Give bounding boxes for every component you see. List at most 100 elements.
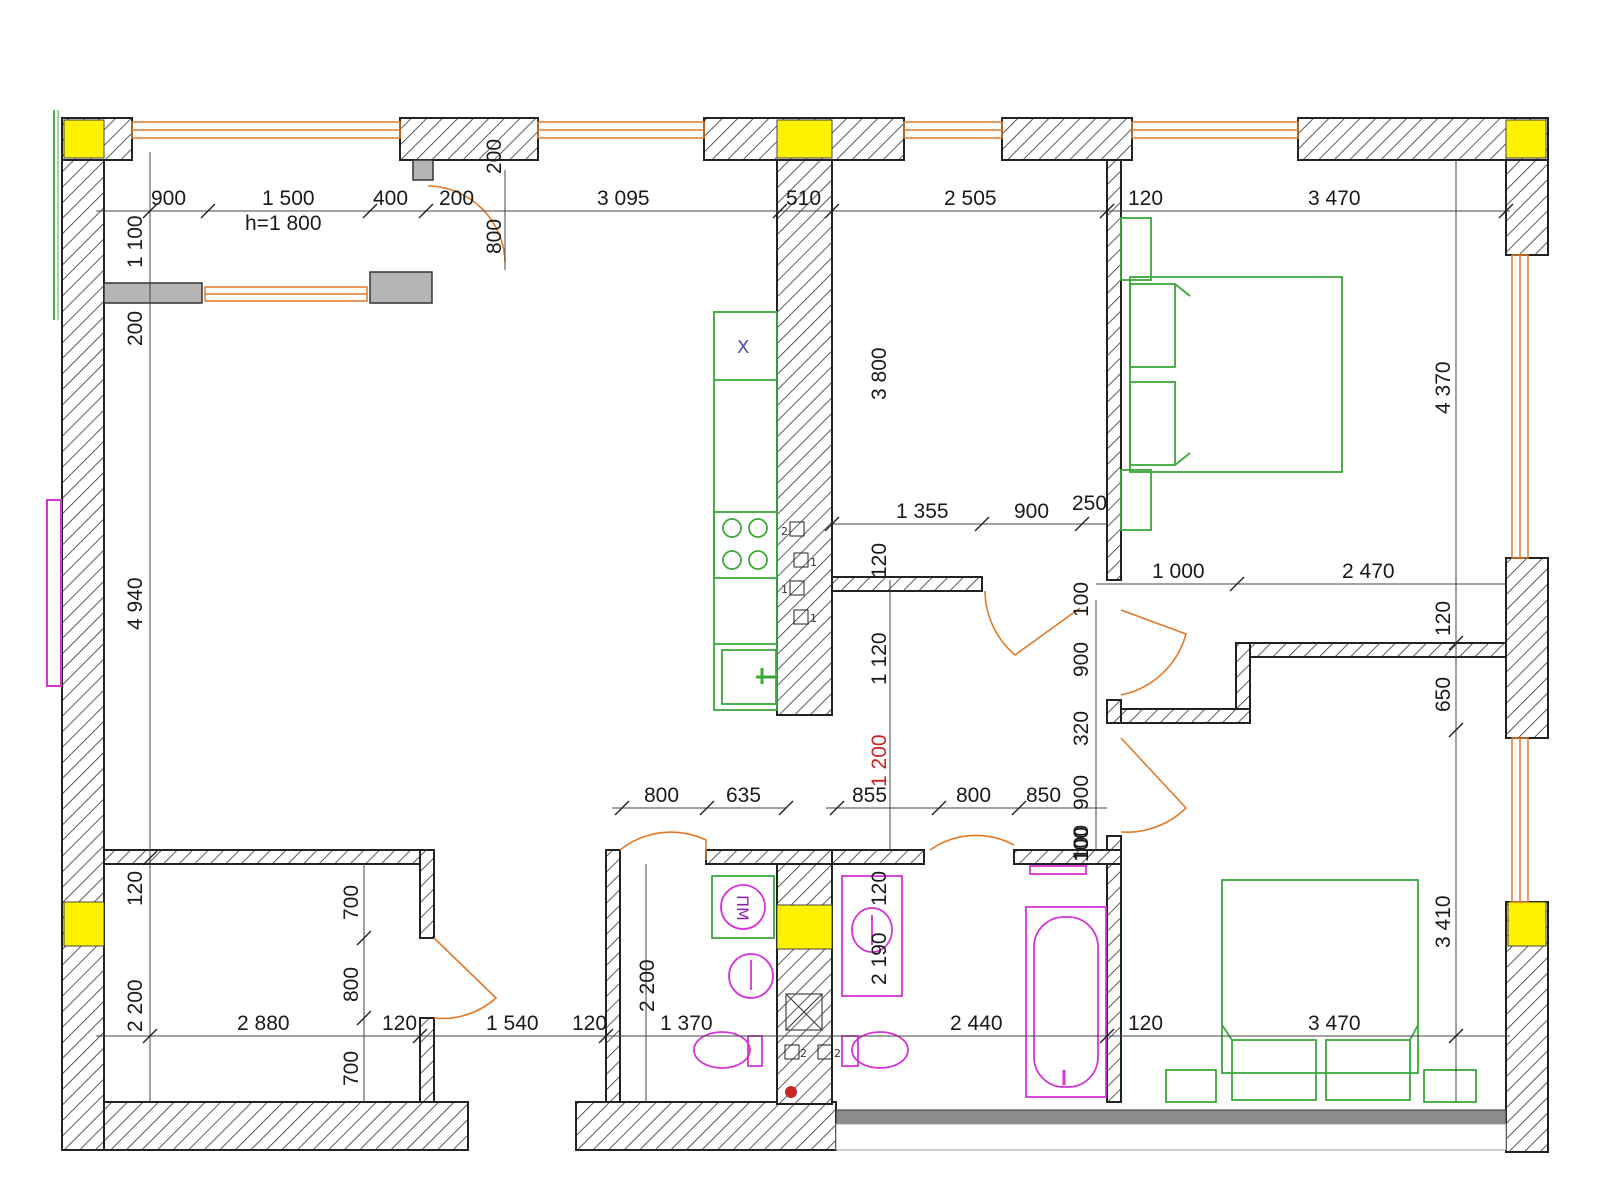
svg-text:650: 650 — [1432, 677, 1455, 712]
svg-text:1: 1 — [810, 556, 817, 569]
washing-machine: ПМ — [711, 875, 775, 939]
svg-text:2: 2 — [781, 525, 788, 538]
structural-columns — [63, 119, 1547, 950]
towel-rail — [1029, 865, 1087, 875]
svg-text:700: 700 — [340, 1051, 363, 1086]
svg-text:1 540: 1 540 — [486, 1012, 539, 1035]
svg-text:200: 200 — [483, 139, 506, 174]
svg-text:3 470: 3 470 — [1308, 187, 1361, 210]
svg-text:100: 100 — [1070, 827, 1093, 862]
column-top-middle — [776, 119, 833, 159]
wall-bottom-2 — [575, 1101, 837, 1151]
column-left-lower — [63, 901, 105, 947]
svg-text:3 410: 3 410 — [1432, 895, 1455, 948]
dimension-ticks — [142, 203, 1514, 1044]
door-wc — [619, 831, 707, 860]
doors — [427, 185, 1188, 1020]
wc-sink — [728, 953, 774, 999]
wall-bedroom1-bottom — [1235, 642, 1507, 658]
dimension-labels-bottom: 2 880 120 1 540 120 1 370 2 440 120 3 47… — [237, 1012, 1361, 1035]
bathroom-fixtures — [693, 865, 1107, 1098]
svg-text:320: 320 — [1070, 711, 1093, 746]
balcony-block-left — [103, 282, 203, 304]
svg-text:1 355: 1 355 — [896, 500, 949, 523]
wall-top-4 — [1001, 117, 1133, 161]
bath-sink-counter — [841, 875, 903, 997]
svg-text:635: 635 — [726, 784, 761, 807]
door-bathroom — [929, 834, 1015, 851]
svg-text:2 200: 2 200 — [636, 959, 659, 1012]
dimension-labels-middle: 1 355 900 250 1 000 2 470 800 635 855 80… — [644, 492, 1395, 807]
wall-left — [61, 159, 105, 1151]
wall-shaft — [776, 863, 833, 1105]
svg-text:1 500: 1 500 — [262, 187, 315, 210]
svg-text:100: 100 — [1070, 825, 1093, 860]
wall-kitchen-partition — [776, 159, 833, 716]
svg-text:ПМ: ПМ — [733, 895, 752, 921]
svg-text:120: 120 — [572, 1012, 607, 1035]
svg-text:120: 120 — [124, 871, 147, 906]
dimension-lines — [96, 152, 1510, 1102]
svg-text:855: 855 — [852, 784, 887, 807]
svg-text:1 000: 1 000 — [1152, 560, 1205, 583]
svg-text:2 200: 2 200 — [124, 979, 147, 1032]
svg-text:120: 120 — [1128, 187, 1163, 210]
svg-text:4 940: 4 940 — [124, 577, 147, 630]
svg-text:400: 400 — [373, 187, 408, 210]
svg-text:1 370: 1 370 — [660, 1012, 713, 1035]
svg-text:1 100: 1 100 — [124, 215, 147, 268]
svg-text:120: 120 — [1128, 1012, 1163, 1035]
wall-wc-left — [605, 849, 621, 1103]
socket-marks — [784, 521, 833, 1060]
radiator-left — [46, 499, 62, 687]
walls — [61, 117, 1549, 1153]
kitchen-counter — [713, 311, 778, 711]
svg-text:h=1 800: h=1 800 — [245, 212, 322, 235]
svg-text:900: 900 — [1070, 775, 1093, 810]
svg-text:1 120: 1 120 — [868, 632, 891, 685]
door-storage — [433, 937, 498, 1020]
svg-text:1 200: 1 200 — [868, 734, 891, 787]
nightstand-2b — [1423, 1069, 1477, 1103]
door-bedroom1 — [1120, 609, 1187, 696]
socket-numbers: 2 1 1 1 2 2 — [781, 525, 841, 1060]
svg-text:100: 100 — [1070, 582, 1093, 617]
extractor-mark: X — [737, 337, 749, 358]
svg-text:800: 800 — [956, 784, 991, 807]
toilet-wc — [693, 1031, 751, 1069]
bed-1 — [1129, 276, 1343, 473]
nightstand-1a — [1120, 217, 1152, 281]
wall-step-small — [1106, 699, 1122, 724]
svg-text:250: 250 — [1072, 492, 1107, 515]
svg-text:2 505: 2 505 — [944, 187, 997, 210]
wall-bedroom1-left — [1106, 159, 1122, 581]
svg-text:120: 120 — [868, 871, 891, 906]
column-top-right — [1505, 119, 1547, 159]
kitchen — [713, 311, 778, 711]
left-external-elements — [46, 110, 62, 687]
wall-storage-right-1 — [419, 849, 435, 939]
dimension-labels-vertical: 1 100 200 200 800 4 940 3 800 120 1 120 … — [124, 139, 1455, 1086]
svg-text:200: 200 — [439, 187, 474, 210]
svg-text:3 800: 3 800 — [868, 347, 891, 400]
bathtub — [1025, 906, 1107, 1098]
wall-corridor-top — [831, 576, 983, 592]
nightstand-1b — [1120, 469, 1152, 531]
windows — [131, 121, 1529, 903]
svg-text:2 470: 2 470 — [1342, 560, 1395, 583]
column-shaft — [776, 904, 833, 950]
svg-text:900: 900 — [151, 187, 186, 210]
svg-text:2 190: 2 190 — [868, 932, 891, 985]
svg-text:120: 120 — [868, 543, 891, 578]
wall-bath-top-1 — [831, 849, 925, 865]
bottom-balcony — [835, 1109, 1507, 1151]
svg-text:510: 510 — [786, 187, 821, 210]
svg-text:3 470: 3 470 — [1308, 1012, 1361, 1035]
door-balcony — [427, 185, 506, 263]
svg-text:700: 700 — [340, 885, 363, 920]
svg-text:800: 800 — [483, 219, 506, 254]
column-right-lower — [1507, 901, 1547, 947]
door-bedroom2 — [1120, 737, 1188, 833]
wall-top-2 — [399, 117, 539, 161]
